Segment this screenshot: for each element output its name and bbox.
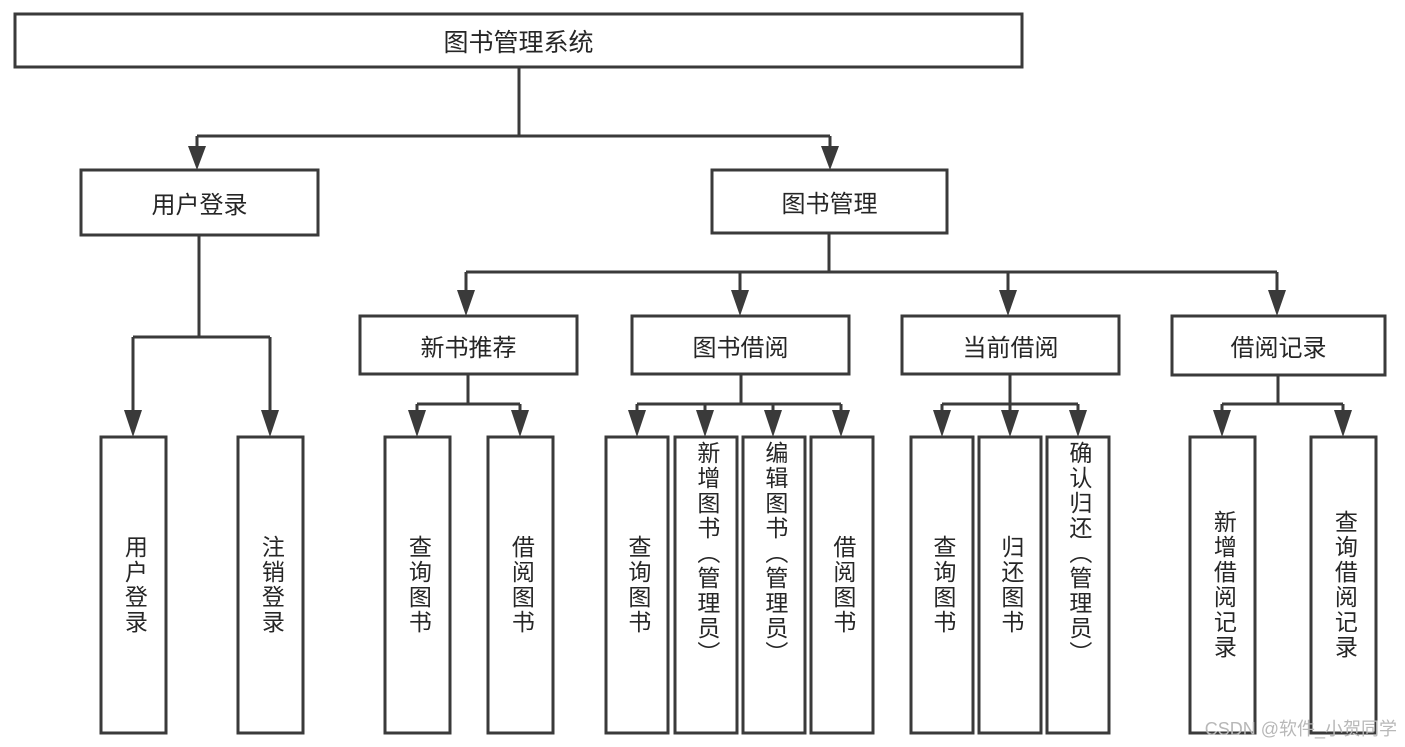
arrow-to-new-book [457,290,475,316]
arrow-bookborrow-leaf-4 [832,410,850,437]
node-box-root[interactable] [13,12,1024,69]
arrow-to-current-borrow [999,290,1017,316]
arrow-userlogin-leaf-1 [124,410,142,437]
arrow-currentborrow-leaf-1 [933,410,951,437]
node-box-new-book-recommend[interactable] [358,314,579,376]
node-box-leaf-current-borrow-2[interactable] [977,435,1043,735]
node-box-leaf-book-borrow-3[interactable] [741,435,807,735]
arrow-newbook-leaf-2 [511,410,529,437]
node-box-current-borrow[interactable] [900,314,1121,376]
node-box-leaf-new-book-2[interactable] [486,435,555,735]
node-box-leaf-borrow-record-1[interactable] [1188,435,1257,735]
node-box-borrow-record[interactable] [1170,314,1387,377]
node-box-book-manage[interactable] [710,168,949,235]
arrow-to-borrow-record [1268,290,1286,316]
node-box-leaf-user-login-1[interactable] [99,435,168,735]
arrow-bookborrow-leaf-1 [628,410,646,437]
arrow-newbook-leaf-1 [408,410,426,437]
arrow-userlogin-leaf-2 [261,410,279,437]
node-box-leaf-borrow-record-2[interactable] [1309,435,1378,735]
arrow-bookborrow-leaf-3 [764,410,782,437]
node-box-leaf-book-borrow-2[interactable] [673,435,739,735]
node-rect-group [13,12,1387,735]
node-box-user-login[interactable] [79,168,320,237]
node-box-leaf-current-borrow-1[interactable] [909,435,975,735]
connector-group [124,67,1352,437]
node-box-leaf-book-borrow-4[interactable] [809,435,875,735]
arrow-borrowrecord-leaf-2 [1334,410,1352,437]
node-box-leaf-user-login-2[interactable] [236,435,305,735]
arrow-bookborrow-leaf-2 [696,410,714,437]
arrow-borrowrecord-leaf-1 [1213,410,1231,437]
arrow-to-user-login [188,146,206,170]
arrow-to-book-manage [821,146,839,170]
node-box-leaf-new-book-1[interactable] [383,435,452,735]
arrow-currentborrow-leaf-2 [1001,410,1019,437]
node-box-leaf-current-borrow-3[interactable] [1045,435,1111,735]
node-box-leaf-book-borrow-1[interactable] [604,435,670,735]
node-box-book-borrow[interactable] [630,314,851,376]
arrow-currentborrow-leaf-3 [1069,410,1087,437]
arrow-to-book-borrow [731,290,749,316]
